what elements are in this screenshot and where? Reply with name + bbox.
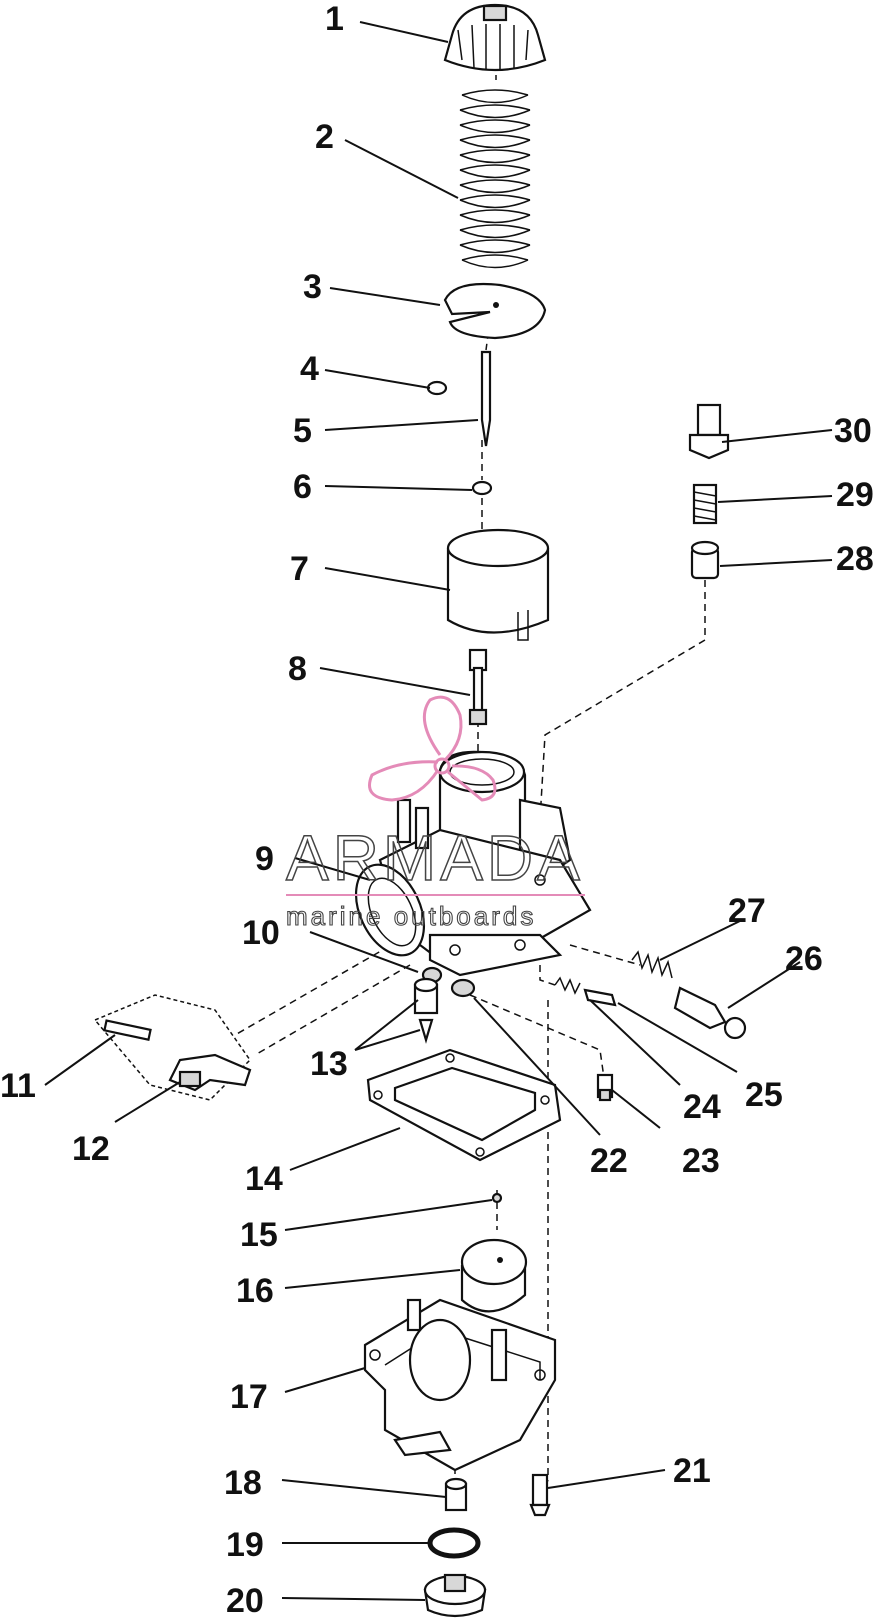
label-3: 3 [303, 268, 322, 306]
label-26: 26 [785, 940, 823, 978]
part-17-float-bowl [363, 1298, 557, 1472]
label-9: 9 [255, 840, 274, 878]
propeller-logo [368, 695, 497, 802]
label-20: 20 [226, 1582, 264, 1620]
label-15: 15 [240, 1216, 278, 1254]
label-5: 5 [293, 412, 312, 450]
part-27-spring [631, 950, 673, 979]
part-21-screw [529, 1473, 551, 1517]
part-19-oring [427, 1527, 481, 1559]
part-23-jet [596, 1073, 614, 1102]
label-2: 2 [315, 118, 334, 156]
label-17: 17 [230, 1378, 268, 1416]
label-22: 22 [590, 1142, 628, 1180]
label-30: 30 [834, 412, 872, 450]
part-25-screw [583, 988, 617, 1007]
watermark-brand: ARMADA [286, 822, 584, 894]
watermark: ARMADA marine outboards [285, 695, 585, 932]
label-4: 4 [300, 350, 319, 388]
part-20-drain-plug [423, 1573, 487, 1618]
label-1: 1 [325, 0, 344, 38]
label-12: 12 [72, 1130, 110, 1168]
label-18: 18 [224, 1464, 262, 1502]
label-24: 24 [683, 1088, 721, 1126]
label-10: 10 [242, 914, 280, 952]
part-28-plunger [690, 540, 720, 580]
part-18-drain-fitting [444, 1477, 468, 1512]
label-8: 8 [288, 650, 307, 688]
part-3-plate [443, 282, 547, 340]
part-1-cap [443, 3, 547, 72]
part-7-slide [446, 528, 550, 641]
part-22-washer [450, 978, 476, 998]
part-24-spring [554, 976, 581, 995]
label-23: 23 [682, 1142, 720, 1180]
part-15-pin [491, 1192, 503, 1204]
part-6-washer [471, 480, 493, 496]
axis-27 [569, 944, 641, 966]
part-2-spring [459, 89, 531, 269]
part-5-needle [480, 350, 492, 447]
label-14: 14 [245, 1160, 283, 1198]
axis-hose-2 [254, 964, 411, 1056]
label-13: 13 [310, 1045, 348, 1083]
part-11-12-hose [93, 994, 252, 1101]
label-28: 28 [836, 540, 874, 578]
axis-throttle-stop [539, 580, 706, 821]
label-16: 16 [236, 1272, 274, 1310]
label-21: 21 [673, 1452, 711, 1490]
part-14-gasket [366, 1048, 562, 1162]
label-6: 6 [293, 468, 312, 506]
part-29-spring [692, 483, 718, 525]
axis-24 [539, 965, 556, 986]
label-29: 29 [836, 476, 874, 514]
part-26-screw [673, 986, 747, 1040]
part-8-jet [468, 648, 488, 726]
leader-lines [44, 21, 833, 1601]
label-25: 25 [745, 1076, 783, 1114]
label-11: 11 [0, 1067, 36, 1105]
watermark-tagline: marine outboards [286, 901, 536, 931]
label-19: 19 [226, 1526, 264, 1564]
axis-hose-1 [234, 939, 401, 1036]
label-7: 7 [290, 550, 309, 588]
part-30-fitting [688, 403, 730, 460]
part-16-float [460, 1238, 528, 1313]
part-13-needle-valve [413, 977, 439, 1044]
label-27: 27 [728, 892, 766, 930]
part-4-clip [426, 380, 448, 396]
